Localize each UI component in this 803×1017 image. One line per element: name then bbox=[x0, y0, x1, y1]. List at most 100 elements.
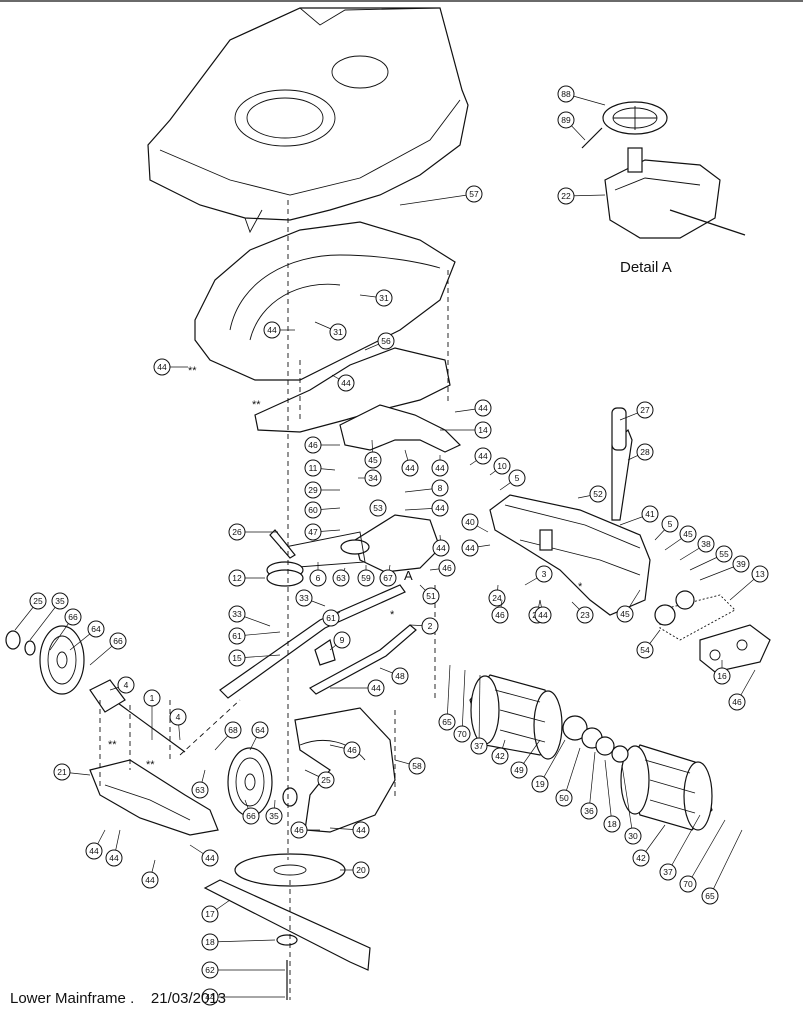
callout-c41: 41 bbox=[619, 505, 659, 526]
callout-number: 16 bbox=[717, 671, 727, 681]
star-marker-1: * bbox=[390, 609, 395, 621]
callout-number: 64 bbox=[91, 624, 101, 634]
callout-c70a: 70 bbox=[453, 669, 471, 743]
callout-c33: 33 bbox=[228, 605, 271, 627]
callout-number: 44 bbox=[435, 503, 445, 513]
callout-c44o: 44 bbox=[105, 829, 123, 867]
callout-number: 15 bbox=[232, 653, 242, 663]
callout-c88: 88 bbox=[557, 85, 606, 106]
callout-c46d: 46 bbox=[728, 669, 756, 711]
callout-c44c: 44 bbox=[331, 374, 355, 392]
callout-c61b: 61 bbox=[322, 609, 341, 627]
callout-c66c: 66 bbox=[242, 799, 260, 825]
callout-number: 70 bbox=[457, 729, 467, 739]
callout-number: 55 bbox=[719, 549, 729, 559]
callout-c44r: 44 bbox=[201, 988, 285, 1006]
callout-number: 61 bbox=[232, 631, 242, 641]
callout-c46a: 46 bbox=[304, 436, 340, 454]
callout-c1: 1 bbox=[143, 689, 161, 740]
chain-drive bbox=[654, 590, 771, 673]
callout-number: 62 bbox=[205, 965, 215, 975]
callout-number: 88 bbox=[561, 89, 571, 99]
lift-rods bbox=[219, 584, 417, 699]
callout-c61a: 61 bbox=[228, 627, 281, 645]
callout-c35b: 35 bbox=[265, 799, 283, 825]
callout-number: 56 bbox=[381, 336, 391, 346]
callout-c11: 11 bbox=[304, 459, 336, 477]
callout-c44k: 44 bbox=[534, 599, 552, 624]
callout-number: 44 bbox=[356, 825, 366, 835]
callout-number: 40 bbox=[465, 517, 475, 527]
double-star-marker-4: ** bbox=[146, 759, 155, 771]
callout-number: 4 bbox=[124, 680, 129, 690]
callout-number: 64 bbox=[255, 725, 265, 735]
callout-c67: 67 bbox=[379, 564, 397, 587]
callout-c5a: 5 bbox=[499, 469, 526, 491]
callout-c62: 62 bbox=[201, 961, 285, 979]
callout-number: 59 bbox=[361, 573, 371, 583]
callout-number: 44 bbox=[538, 610, 548, 620]
blade-bolt bbox=[276, 934, 298, 1000]
callout-c6: 6 bbox=[309, 562, 327, 587]
callout-c60: 60 bbox=[304, 501, 341, 519]
callout-c18a: 18 bbox=[603, 759, 621, 833]
callout-c64b: 64 bbox=[249, 721, 269, 751]
callout-c20: 20 bbox=[340, 861, 370, 879]
callout-c63b: 63 bbox=[191, 769, 209, 799]
callout-number: 37 bbox=[474, 741, 484, 751]
callout-c44j: 44 bbox=[432, 534, 450, 557]
callout-c45c: 45 bbox=[616, 589, 641, 623]
callout-number: 5 bbox=[668, 519, 673, 529]
callout-c50: 50 bbox=[555, 747, 581, 807]
footer-date: 21/03/2013 bbox=[150, 990, 226, 1007]
rear-frame bbox=[489, 407, 651, 616]
callout-c31a: 31 bbox=[359, 289, 393, 307]
callout-number: 47 bbox=[308, 527, 318, 537]
callout-number: 44 bbox=[371, 683, 381, 693]
callout-c65b: 65 bbox=[701, 829, 743, 905]
callout-number: 25 bbox=[33, 596, 43, 606]
callout-c63a: 63 bbox=[332, 567, 350, 587]
callout-c39: 39 bbox=[699, 555, 750, 581]
callout-number: 44 bbox=[341, 378, 351, 388]
callout-c44d: 44 bbox=[454, 399, 492, 417]
callout-c36: 36 bbox=[580, 751, 598, 820]
callout-c4a: 4 bbox=[109, 676, 135, 694]
callout-c51: 51 bbox=[419, 584, 440, 605]
callout-c66b: 66 bbox=[89, 632, 127, 666]
callout-c38: 38 bbox=[679, 535, 715, 561]
callout-c3: 3 bbox=[524, 565, 553, 586]
callout-c42a: 42 bbox=[491, 739, 509, 765]
callout-number: 46 bbox=[442, 563, 452, 573]
callout-number: 3 bbox=[542, 569, 547, 579]
callout-c22: 22 bbox=[557, 187, 606, 205]
callout-c5b: 5 bbox=[654, 515, 679, 541]
callout-number: 49 bbox=[514, 765, 524, 775]
callout-c54: 54 bbox=[636, 629, 661, 659]
right-wheel bbox=[227, 747, 298, 817]
callout-number: 19 bbox=[535, 779, 545, 789]
callout-c37a: 37 bbox=[470, 674, 488, 755]
callout-number: 13 bbox=[755, 569, 765, 579]
callout-number: 52 bbox=[593, 489, 603, 499]
callout-number: 44 bbox=[109, 853, 119, 863]
callout-number: 66 bbox=[68, 612, 78, 622]
footer: Lower Mainframe . 21/03/2013 bbox=[10, 990, 226, 1007]
callout-number: 25 bbox=[321, 775, 331, 785]
callout-number: 2 bbox=[428, 621, 433, 631]
callout-number: 14 bbox=[478, 425, 488, 435]
callout-number: 42 bbox=[495, 751, 505, 761]
callout-number: 61 bbox=[326, 613, 336, 623]
callout-number: 53 bbox=[373, 503, 383, 513]
callout-number: 60 bbox=[308, 505, 318, 515]
callout-number: 18 bbox=[607, 819, 617, 829]
callout-c65a: 65 bbox=[438, 664, 456, 731]
callout-c31b: 31 bbox=[314, 321, 347, 341]
callout-number: 44 bbox=[405, 463, 415, 473]
callout-number: 36 bbox=[584, 806, 594, 816]
callout-number: 65 bbox=[442, 717, 452, 727]
double-star-marker-1: ** bbox=[188, 365, 197, 377]
callout-c26: 26 bbox=[228, 523, 278, 541]
callout-number: 42 bbox=[636, 853, 646, 863]
